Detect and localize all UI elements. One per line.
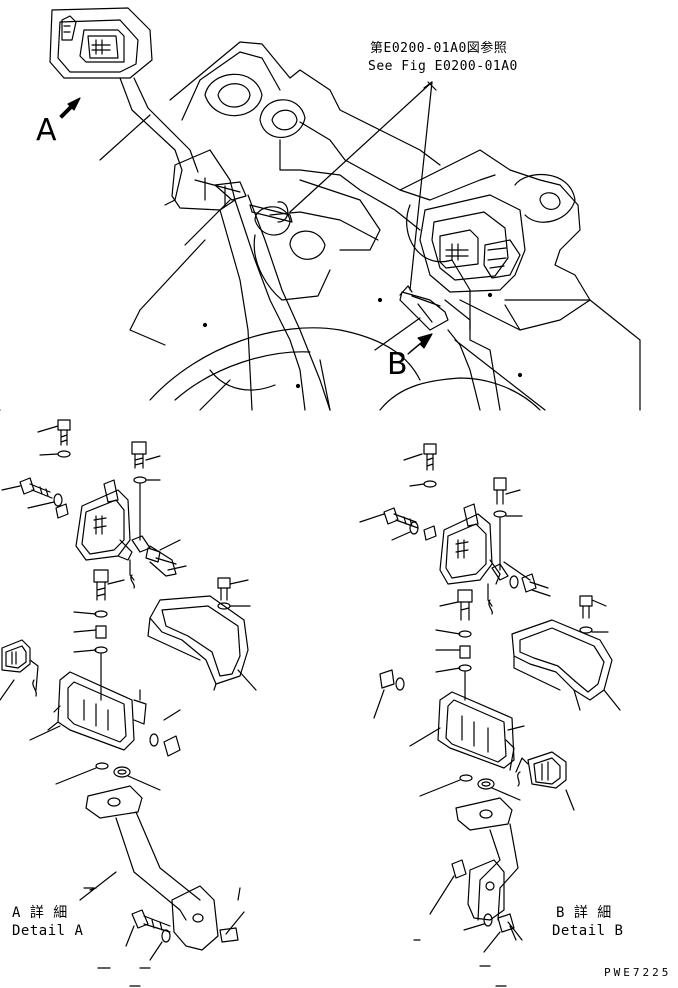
reference-note-jp: 第E0200-01A0図参照 (370, 41, 508, 56)
view-arrow-b (408, 334, 432, 354)
view-label-b: B (387, 347, 408, 382)
detail-a-title-en: Detail A (12, 923, 84, 939)
view-arrow-a (60, 98, 80, 118)
assembly-overview (50, 8, 640, 410)
view-label-a: A (36, 113, 57, 148)
detail-a-title-jp: A 詳 細 (12, 905, 68, 921)
lamp-left-top (50, 8, 152, 78)
reference-note-en: See Fig E0200-01A0 (368, 59, 518, 74)
detail-a-exploded (0, 420, 256, 986)
drawing-code: PWE7225 (604, 966, 672, 979)
detail-b-title-jp: B 詳 細 (556, 905, 612, 921)
detail-b-title-en: Detail B (552, 923, 624, 939)
detail-b-exploded (360, 444, 620, 986)
